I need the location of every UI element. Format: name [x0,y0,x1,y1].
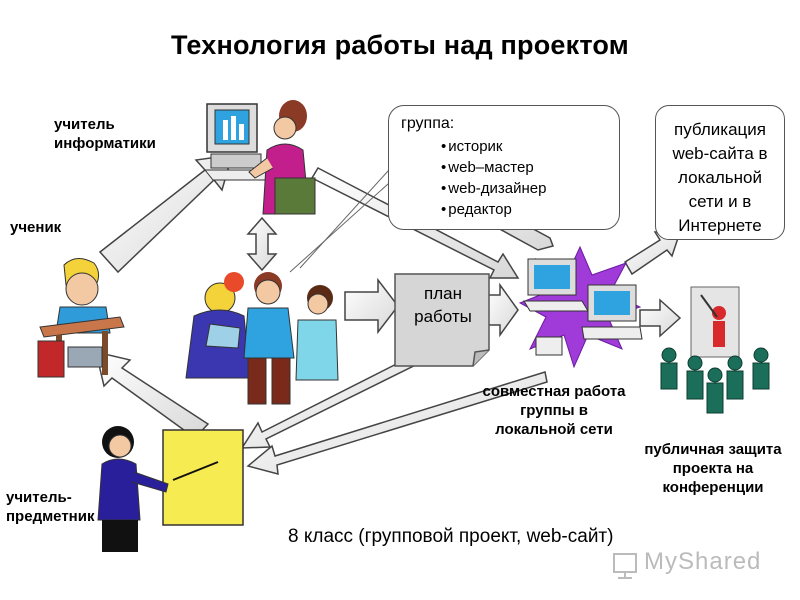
computer-teacher-icon [205,100,316,215]
group-callout-lines [289,159,399,273]
group-member: web–мастер [441,157,607,178]
arrow-network-to-teacher [240,341,548,476]
watermark: MyShared [612,548,762,582]
watermark-text: MyShared [644,548,762,575]
student-at-desk-icon [37,258,125,378]
plan-label: план работы [414,284,472,326]
group-title: группа: [401,115,455,132]
teacher-with-pointer-icon [97,426,244,552]
label-joint-work: совместная работа группы в локальной сет… [482,383,626,438]
footer-caption: 8 класс (групповой проект, web-сайт) [288,526,614,547]
arrow-network-to-publication [623,231,682,276]
label-teacher-subject: учитель-предметник [6,489,95,525]
arrow-network-to-conference [639,298,682,338]
group-member: web-дизайнер [441,178,607,199]
label-public-defense: публичная защита проекта на конференции [644,441,782,496]
page-title: Технология работы над проектом [171,30,629,60]
arrow-teacher-to-student [94,350,210,439]
document-icon [394,273,490,367]
label-student: ученик [10,219,62,236]
group-members: историк web–мастер web-дизайнер редактор [401,136,607,220]
publication-box: публикация web-сайта в локальной сети и … [655,105,785,240]
watermark-logo-icon [613,553,637,579]
group-member: редактор [441,199,607,220]
student-group-icon [185,272,339,405]
arrow-vertical-double [246,216,278,272]
arrow-plan-to-network [487,282,519,338]
networked-computers-icon [518,245,643,369]
arrow-group-to-plan [344,277,399,335]
label-teacher-it: учитель информатики [54,116,156,152]
group-member: историк [441,136,607,157]
group-box: группа: историк web–мастер web-дизайнер … [388,105,620,230]
conference-audience-icon [660,286,770,414]
